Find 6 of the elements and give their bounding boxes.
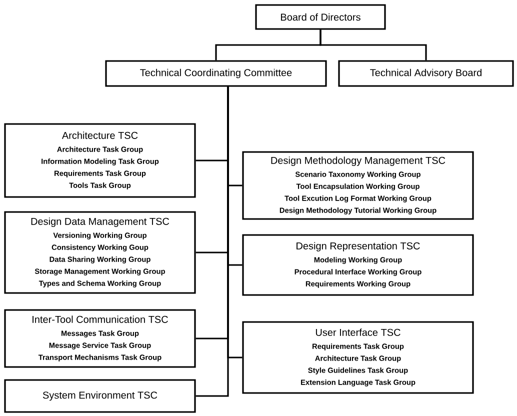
connector-line [196, 86, 229, 397]
board-box: Technical Coordinating Committee [105, 60, 327, 87]
connector-line [320, 30, 427, 60]
board-box: System Environment TSC [4, 379, 196, 413]
board-box: Technical Advisory Board [338, 60, 514, 87]
board-box: Board of Directors [255, 4, 386, 30]
